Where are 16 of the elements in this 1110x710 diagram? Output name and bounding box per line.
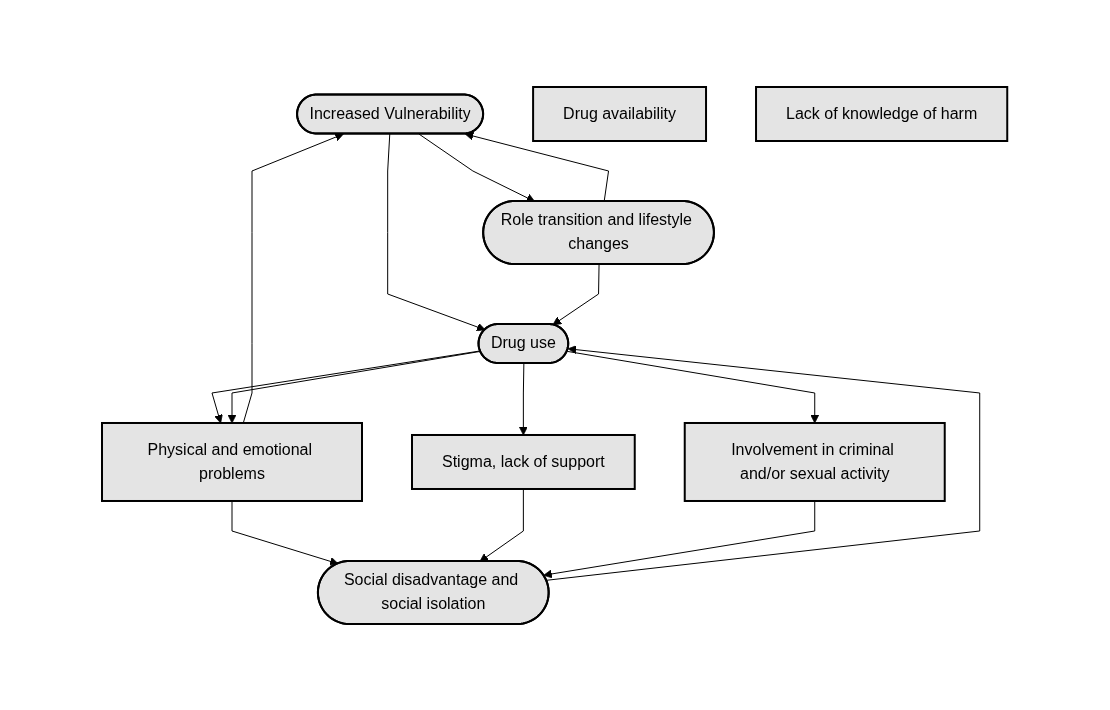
arrow [519, 362, 529, 435]
node-box: Stigma, lack of support [411, 433, 637, 490]
arrow [567, 350, 820, 423]
arrow [543, 500, 816, 578]
node-box: Involvement in criminal and/or sexual activity [684, 421, 947, 502]
arrow [418, 133, 536, 202]
arrow [231, 500, 339, 566]
arrow [479, 488, 525, 562]
arrow [387, 133, 486, 331]
node-box: Physical and emotional problems [101, 421, 364, 502]
arrow [546, 344, 981, 581]
arrow [465, 131, 610, 202]
node-box: Lack of knowledge of harm [755, 85, 1009, 142]
arrow [552, 263, 600, 325]
arrow [243, 132, 345, 423]
node-box: Drug availability [532, 85, 708, 142]
